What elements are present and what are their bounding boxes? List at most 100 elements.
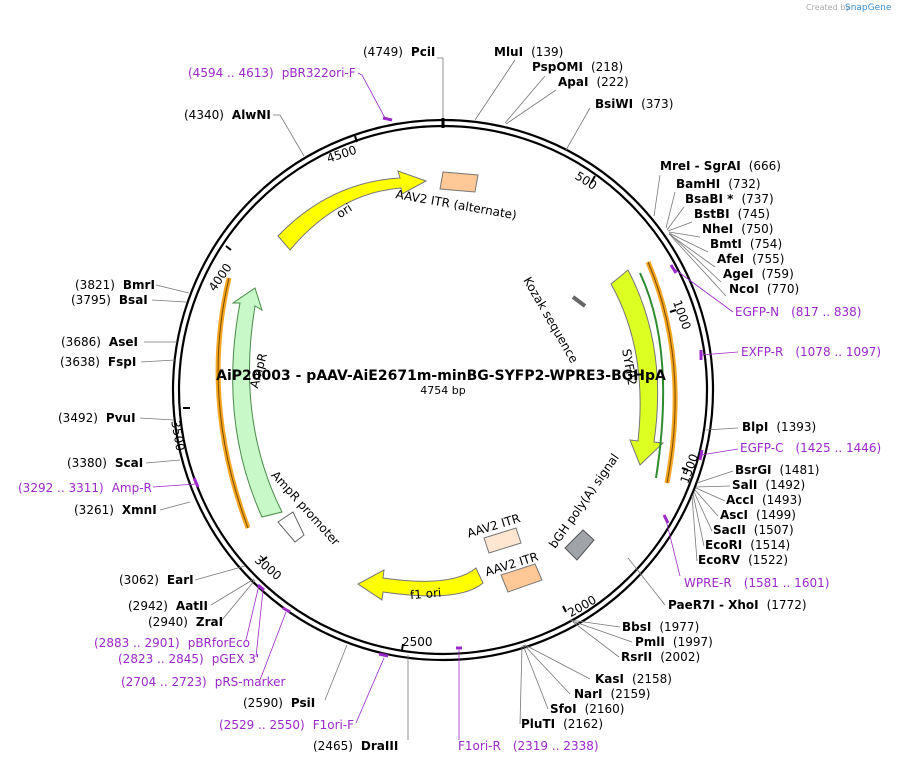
primer-wpre-r[interactable]: WPRE-R(1581 .. 1601) bbox=[684, 576, 829, 590]
primer-prs-marker[interactable]: (2704 .. 2723)pRS-marker bbox=[121, 675, 285, 689]
leader-exfp-r bbox=[700, 351, 739, 356]
primer-pbr322ori-f[interactable]: (4594 .. 4613)pBR322ori-F bbox=[188, 66, 356, 80]
leader-pgex3 bbox=[255, 589, 264, 658]
aav2-itr-1-feature[interactable] bbox=[483, 527, 522, 554]
primer-mark-wpre-r bbox=[662, 514, 670, 524]
site-222[interactable]: ApaI(222) bbox=[558, 75, 629, 89]
leader-f1ori-f bbox=[355, 657, 385, 724]
syfp2-feature-arrow[interactable] bbox=[610, 269, 665, 466]
site-1481[interactable]: BsrGI(1481) bbox=[735, 463, 819, 477]
leader-alwni bbox=[273, 114, 305, 157]
primer-egfp-c[interactable]: EGFP-C(1425 .. 1446) bbox=[740, 441, 881, 455]
site-732[interactable]: BamHI(732) bbox=[676, 177, 761, 191]
site-3261[interactable]: (3261)XmnI bbox=[74, 503, 157, 517]
site-3686[interactable]: (3686)AseI bbox=[61, 335, 138, 349]
tick-label-500: 500 bbox=[573, 169, 600, 193]
ampr-feature-arrow[interactable] bbox=[231, 287, 283, 518]
site-2160[interactable]: SfoI(2160) bbox=[550, 702, 624, 716]
credit-brand[interactable]: SnapGene bbox=[845, 3, 892, 13]
primer-amp-r[interactable]: (3292 .. 3311)Amp-R bbox=[18, 481, 152, 495]
leader-pbrforeco bbox=[245, 584, 260, 641]
plasmid-title: AiP20003 - pAAV-AiE2671m-minBG-SYFP2-WPR… bbox=[216, 368, 666, 384]
site-2158[interactable]: KasI(2158) bbox=[595, 672, 672, 686]
primer-mark-f1ori-f bbox=[378, 652, 389, 658]
aav2-itr-alternate-feature[interactable] bbox=[439, 171, 479, 193]
syfp2-label: SYFP2 bbox=[619, 348, 639, 387]
primer-mark-amp-r bbox=[192, 477, 200, 488]
site-3062[interactable]: (3062)EarI bbox=[119, 573, 194, 587]
site-2465[interactable]: (2465)DraIII bbox=[313, 739, 398, 753]
leader-sacii bbox=[693, 491, 713, 532]
tick-mark-2500 bbox=[401, 643, 404, 651]
ampr-promoter-feature[interactable] bbox=[277, 511, 305, 543]
primer-exfp-r[interactable]: EXFP-R(1078 .. 1097) bbox=[741, 345, 881, 359]
leader-sfoi bbox=[522, 644, 549, 710]
site-1997[interactable]: PmlI(1997) bbox=[635, 635, 713, 649]
site-1393[interactable]: BlpI(1393) bbox=[742, 420, 816, 434]
leader-pbr322ori-f bbox=[357, 72, 386, 119]
site-139[interactable]: MluI(139) bbox=[494, 45, 563, 59]
ori-feature-arrow[interactable] bbox=[277, 170, 428, 251]
site-1772[interactable]: PaeR7I - XhoI(1772) bbox=[668, 598, 807, 612]
bgh-polya-feature[interactable] bbox=[564, 529, 595, 561]
site-666[interactable]: MreI - SgrAI(666) bbox=[660, 159, 781, 173]
site-754[interactable]: BmtI(754) bbox=[710, 237, 782, 251]
site-2002[interactable]: RsrII(2002) bbox=[621, 650, 700, 664]
site-770[interactable]: NcoI(770) bbox=[729, 282, 799, 296]
primer-pbrforeco[interactable]: (2883 .. 2901)pBRforEco bbox=[94, 636, 250, 650]
site-3492[interactable]: (3492)PvuI bbox=[58, 411, 136, 425]
site-1507[interactable]: SacII(1507) bbox=[713, 523, 794, 537]
leader-aatii bbox=[210, 578, 255, 606]
site-750[interactable]: NheI(750) bbox=[702, 222, 773, 236]
site-3821[interactable]: (3821)BmrI bbox=[75, 278, 155, 292]
site-2942[interactable]: (2942)AatII bbox=[128, 599, 208, 613]
site-1499[interactable]: AscI(1499) bbox=[720, 508, 796, 522]
site-3380[interactable]: (3380)ScaI bbox=[67, 456, 143, 470]
site-2590[interactable]: (2590)PsiI bbox=[243, 696, 315, 710]
primer-f1ori-f[interactable]: (2529 .. 2550)F1ori-F bbox=[219, 718, 354, 732]
site-1522[interactable]: EcoRV(1522) bbox=[698, 553, 788, 567]
leader-nari bbox=[523, 644, 571, 695]
tick-mark-500 bbox=[590, 175, 596, 184]
site-1977[interactable]: BbsI(1977) bbox=[622, 620, 699, 634]
f1-ori-feature-arrow[interactable] bbox=[357, 567, 484, 601]
site-2162[interactable]: PluTI(2162) bbox=[521, 717, 603, 731]
leader-asci bbox=[694, 489, 719, 517]
site-373[interactable]: BsiWI(373) bbox=[595, 97, 673, 111]
site-745[interactable]: BstBI(745) bbox=[694, 207, 770, 221]
site-4340[interactable]: (4340)AlwNI bbox=[184, 108, 271, 122]
tick-label-4500: 4500 bbox=[325, 143, 358, 166]
leader-bmri bbox=[155, 284, 190, 294]
leader-nhei bbox=[668, 231, 701, 238]
leader-wpre-r bbox=[665, 519, 681, 577]
kozak-feature[interactable] bbox=[571, 295, 587, 308]
leader-acci bbox=[695, 487, 726, 502]
site-2940[interactable]: (2940)ZraI bbox=[148, 615, 223, 629]
tick-mark-3000 bbox=[261, 556, 268, 562]
feature-group: ori AAV2 ITR (alternate) Kozak sequence … bbox=[215, 170, 678, 602]
site-2159[interactable]: NarI(2159) bbox=[574, 687, 650, 701]
site-1514[interactable]: EcoRI(1514) bbox=[705, 538, 790, 552]
tick-mark-2000 bbox=[562, 605, 567, 613]
credit-prefix: Created by bbox=[806, 3, 850, 12]
leader-prs-marker bbox=[259, 611, 287, 681]
kozak-label: Kozak sequence bbox=[520, 275, 581, 366]
site-3638[interactable]: (3638)FspI bbox=[60, 355, 136, 369]
site-4749[interactable]: (4749)PciI bbox=[363, 45, 435, 59]
leader-xmni bbox=[159, 501, 191, 511]
site-755[interactable]: AfeI(755) bbox=[717, 252, 784, 266]
site-737[interactable]: BsaBI *(737) bbox=[685, 192, 774, 206]
orange-band-left-core bbox=[217, 277, 249, 529]
leader-ecorv bbox=[691, 495, 698, 562]
site-218[interactable]: PspOMI(218) bbox=[532, 60, 623, 74]
site-759[interactable]: AgeI(759) bbox=[723, 267, 794, 281]
leader-pcii bbox=[437, 57, 444, 118]
site-1492[interactable]: SalI(1492) bbox=[732, 478, 805, 492]
leader-apai bbox=[505, 89, 557, 125]
aav2-itr-2-feature[interactable] bbox=[500, 563, 543, 593]
primer-egfp-n[interactable]: EGFP-N(817 .. 838) bbox=[735, 305, 862, 319]
site-3795[interactable]: (3795)BsaI bbox=[71, 293, 148, 307]
primer-pgex3[interactable]: (2823 .. 2845)pGEX 3' bbox=[118, 652, 259, 666]
primer-f1ori-r[interactable]: F1ori-R(2319 .. 2338) bbox=[458, 739, 599, 753]
site-1493[interactable]: AccI(1493) bbox=[726, 493, 802, 507]
